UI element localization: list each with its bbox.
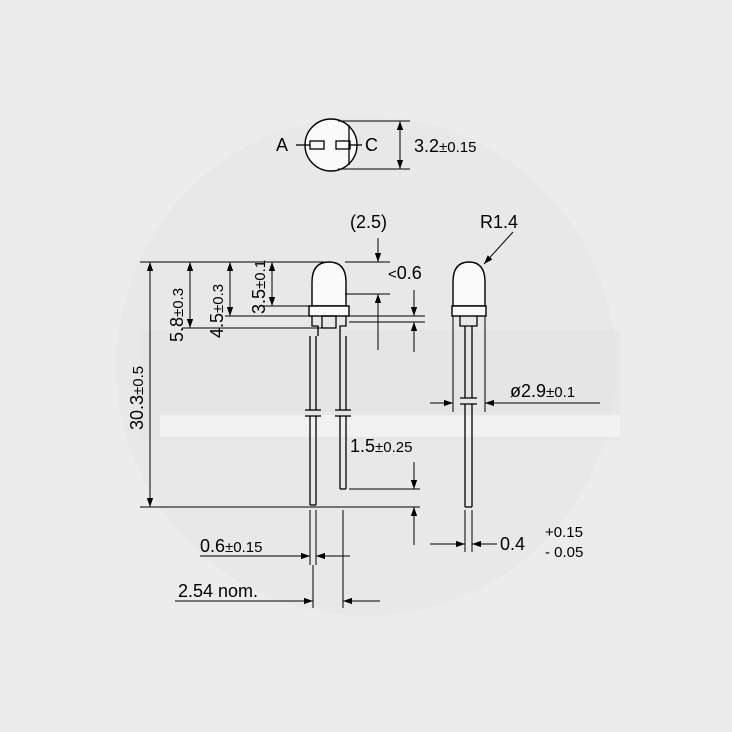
lens-height-dim: 3.5±0.1 xyxy=(249,260,269,314)
front-flange xyxy=(451,305,487,317)
side-view: 30.3±0.5 5.8±0.3 4.5±0.3 3.5±0.1 (2.5) <… xyxy=(127,212,425,608)
tip-radius-dim: R1.4 xyxy=(480,212,518,232)
lead-spacing-dim: 2.54 nom. xyxy=(178,581,258,601)
led-lens xyxy=(311,261,347,307)
cathode-lead xyxy=(335,336,351,490)
body-diameter-dim: ø2.9±0.1 xyxy=(510,381,575,401)
front-lens xyxy=(452,261,486,307)
lead-difference-dim: 1.5±0.25 xyxy=(350,436,412,456)
anode-lead xyxy=(305,336,321,506)
led-base xyxy=(311,316,347,336)
lead-width-dim: 0.6±0.15 xyxy=(200,536,262,556)
watermark xyxy=(116,116,620,616)
lead-pitch-ref-dim: (2.5) xyxy=(350,212,387,232)
body-height-a-dim: 4.5±0.3 xyxy=(207,284,227,338)
overall-length-dim: 30.3±0.5 xyxy=(127,366,147,430)
front-lead xyxy=(460,326,477,508)
cathode-label: C xyxy=(365,135,378,155)
flat-depth-dim: <0.6 xyxy=(388,263,422,283)
led-flange xyxy=(308,305,350,317)
lead-thickness-dim: 0.4 xyxy=(500,534,525,554)
top-view: A C 3.2±0.15 xyxy=(276,118,476,172)
lead-thickness-tol-plus: +0.15 xyxy=(545,524,583,541)
lead-thickness-tol-minus: - 0.05 xyxy=(545,544,583,561)
diameter-top-view-dim: 3.2±0.15 xyxy=(414,136,476,156)
body-height-b-dim: 5.8±0.3 xyxy=(167,288,187,342)
anode-label: A xyxy=(276,135,288,155)
front-base xyxy=(459,316,478,327)
led-base-center xyxy=(321,315,337,329)
front-view: R1.4 ø2.9±0.1 0.4 +0.15 - 0.05 xyxy=(430,212,600,561)
